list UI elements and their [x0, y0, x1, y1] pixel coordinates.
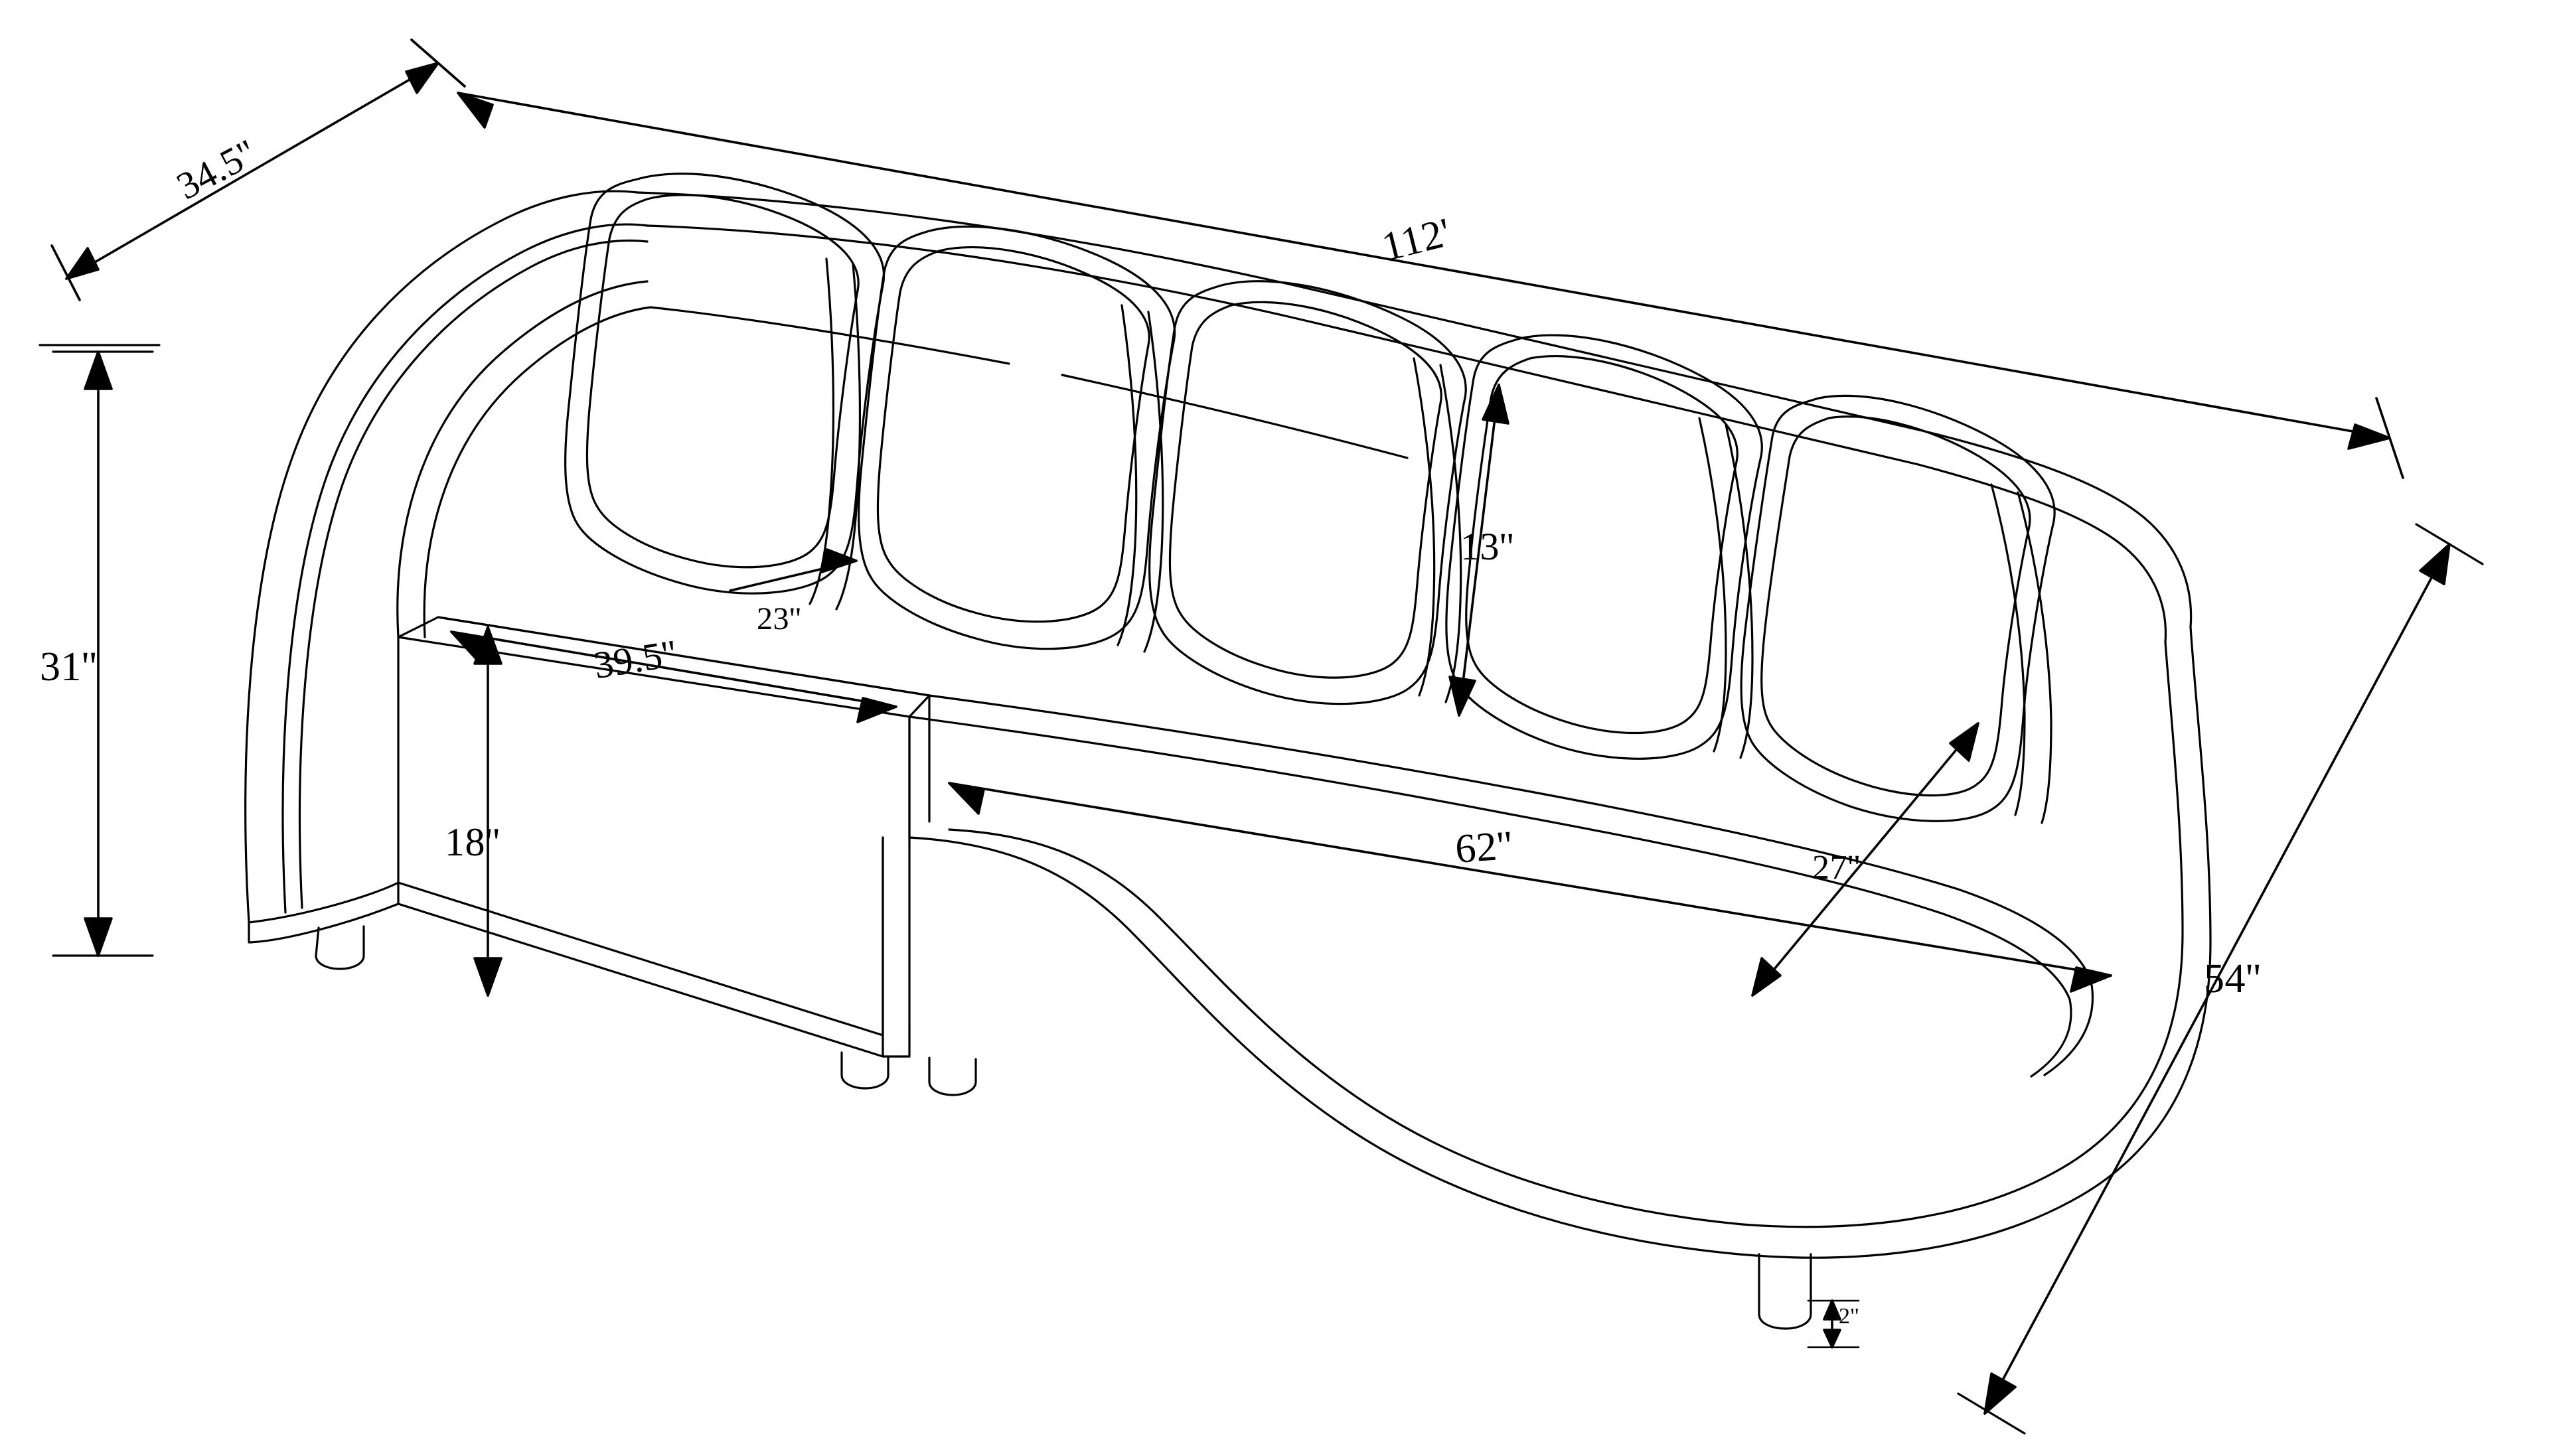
dimension-34-5: [50, 38, 466, 301]
back-cushion-panels: [809, 257, 2052, 824]
dimension-label-23: 23'': [757, 601, 802, 636]
dimension-2: [1807, 1299, 1860, 1348]
dimension-18: [473, 626, 502, 997]
pillow-4: [1445, 334, 1763, 760]
pillow-1: [564, 173, 885, 595]
dimension-62: [948, 782, 2112, 993]
dimension-23: [729, 548, 858, 592]
dimension-label-2: 2'': [1839, 1304, 1859, 1329]
dimension-lines: [39, 38, 2484, 1435]
dimension-27: [1751, 722, 1979, 997]
sofa-body-outline: [244, 190, 2212, 1259]
dimension-label-62: 62'': [1454, 822, 1514, 872]
dimension-31: [52, 350, 154, 957]
dimension-label-27: 27'': [1812, 849, 1861, 887]
dimension-13: [1448, 384, 1509, 717]
pillow-5: [1740, 394, 2056, 822]
pillow-2: [858, 225, 1176, 650]
dimension-label-54: 54'': [2204, 956, 2262, 1001]
dimension-label-13: 13'': [1460, 525, 1514, 568]
sofa-legs: [315, 925, 1812, 1330]
dimension-54: [1957, 523, 2484, 1435]
dimension-label-18: 18'': [445, 820, 501, 864]
pillow-3: [1148, 280, 1467, 705]
dimension-label-31: 31'': [40, 644, 98, 690]
dimension-112: [457, 92, 2404, 479]
